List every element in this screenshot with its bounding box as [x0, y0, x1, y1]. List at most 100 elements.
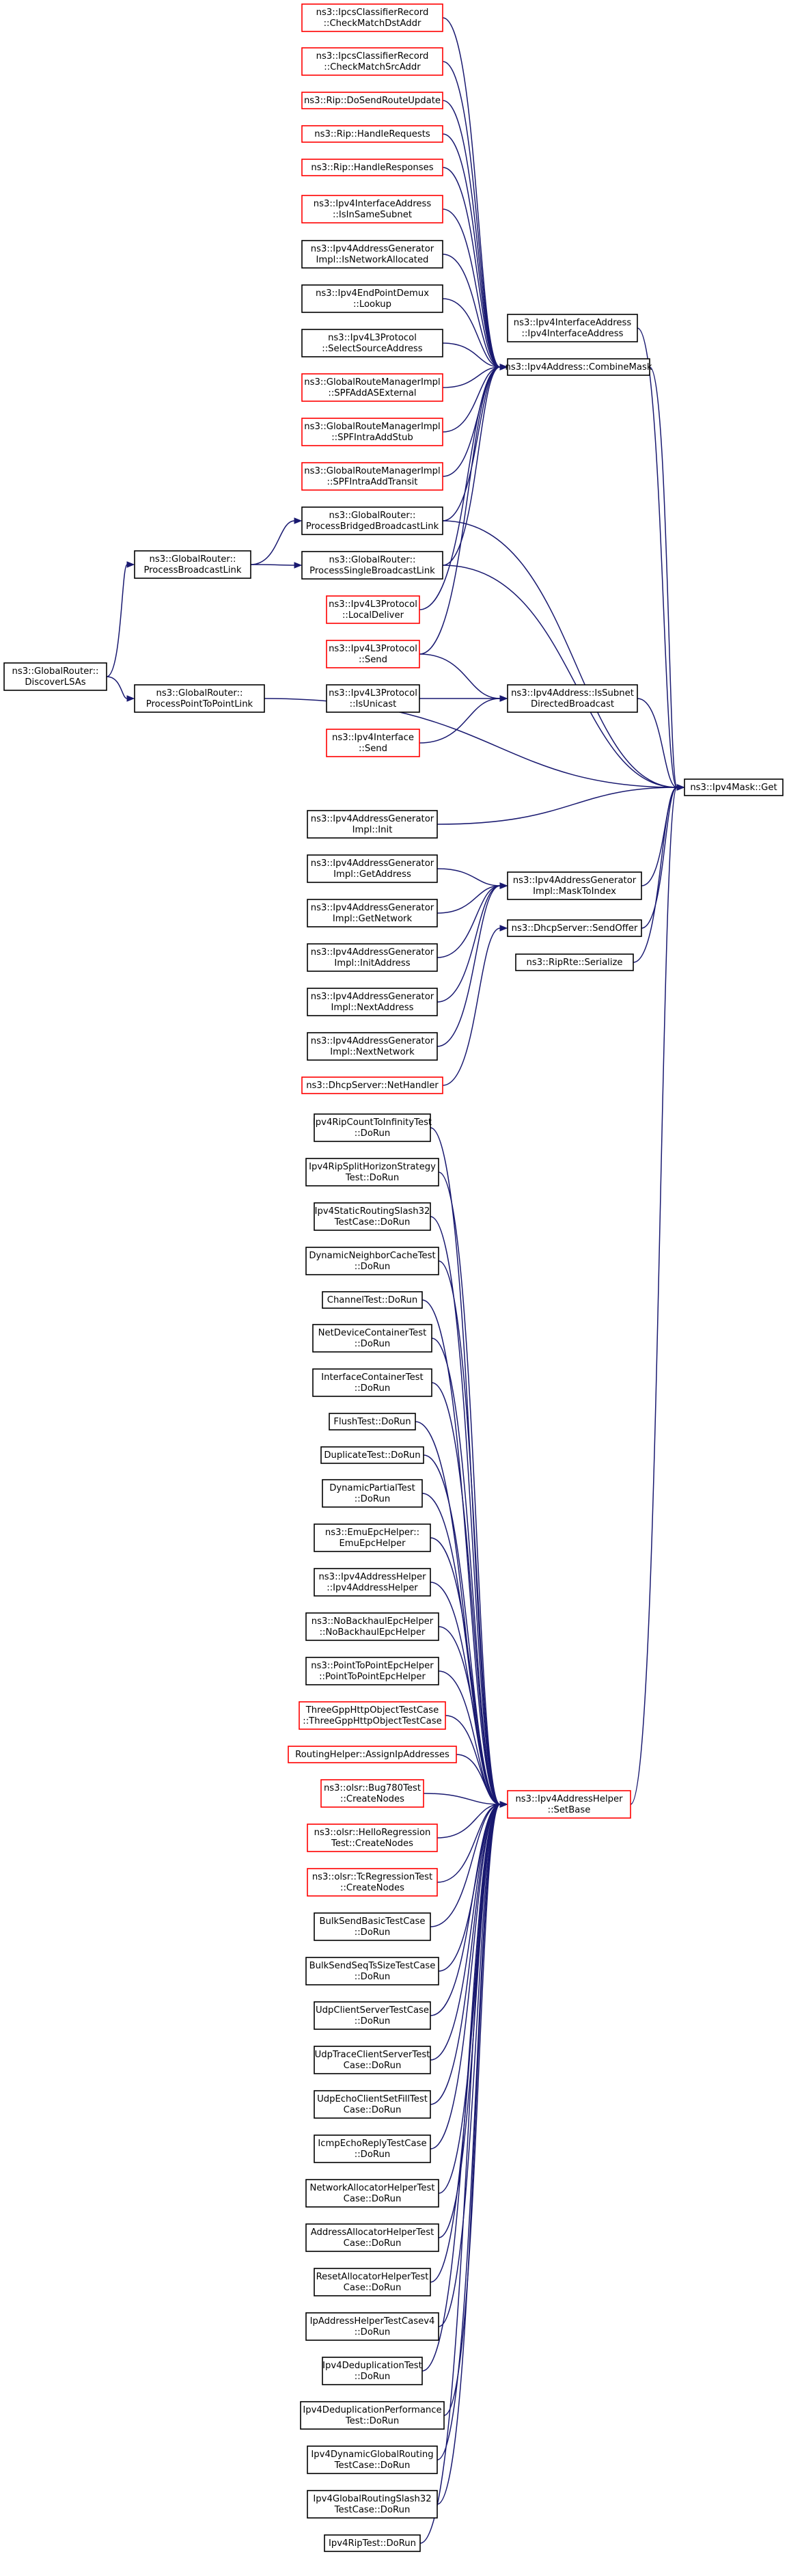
edge-line — [641, 787, 678, 929]
node-flushtest-dorun[interactable]: FlushTest::DoRun — [329, 1413, 416, 1431]
node-ns3-ipv4l3protocol-send[interactable]: ns3::Ipv4L3Protocol::Send — [326, 640, 420, 668]
node-ns3-ipv4address-issubnetdirectedbroadcast[interactable]: ns3::Ipv4Address::IsSubnetDirectedBroadc… — [507, 684, 638, 713]
node-ns3-rip-dosendrouteupdate[interactable]: ns3::Rip::DoSendRouteUpdate — [301, 92, 443, 109]
node-ns3-olsr-tcregressiontest-createnodes[interactable]: ns3::olsr::TcRegressionTest::CreateNodes — [307, 1868, 438, 1897]
node-udpclientservertestcase-dorun[interactable]: UdpClientServerTestCase::DoRun — [314, 2001, 431, 2030]
node-ns3-pointtopointepchelper-pointtopointepchelper[interactable]: ns3::PointToPointEpcHelper::PointToPoint… — [305, 1657, 439, 1685]
node-ns3-ipv4addressgeneratorimpl-isnetworkallocated[interactable]: ns3::Ipv4AddressGeneratorImpl::IsNetwork… — [301, 240, 443, 269]
node-ns3-globalroutemanagerimpl-spfaddasexternal[interactable]: ns3::GlobalRouteManagerImpl::SPFAddASExt… — [301, 373, 443, 402]
node-threegpphttpobjecttestcase-threegpphttpobjecttestcase[interactable]: ThreeGppHttpObjectTestCase::ThreeGppHttp… — [299, 1701, 446, 1730]
node-ipv4deduplicationtest-dorun[interactable]: Ipv4DeduplicationTest::DoRun — [322, 2357, 423, 2385]
edge-line — [106, 676, 128, 699]
node-label: ns3::GlobalRouter:: — [12, 666, 99, 677]
node-ns3-dhcpserver-nethandler[interactable]: ns3::DhcpServer::NetHandler — [301, 1076, 443, 1094]
node-ns3-globalroutemanagerimpl-spfintraaddtransit[interactable]: ns3::GlobalRouteManagerImpl::SPFIntraAdd… — [301, 462, 443, 491]
node-ns3-globalrouter-processbroadcastlink[interactable]: ns3::GlobalRouter::ProcessBroadcastLink — [134, 550, 251, 579]
node-ns3-ipv4l3protocol-localdeliver[interactable]: ns3::Ipv4L3Protocol::LocalDeliver — [326, 595, 420, 624]
node-ns3-ipv4interface-send[interactable]: ns3::Ipv4Interface::Send — [326, 729, 420, 757]
node-box — [684, 778, 784, 796]
node-ns3-ipv4addressgeneratorimpl-getnetwork[interactable]: ns3::Ipv4AddressGeneratorImpl::GetNetwor… — [307, 899, 438, 927]
edge-n23-to-n21 — [419, 695, 508, 744]
node-ns3-globalroutemanagerimpl-spfintraaddstub[interactable]: ns3::GlobalRouteManagerImpl::SPFIntraAdd… — [301, 418, 443, 446]
node-ns3-ipv4addressgeneratorimpl-masktoindex[interactable]: ns3::Ipv4AddressGeneratorImpl::MaskToInd… — [507, 871, 642, 900]
node-ns3-ipcsclassifierrecord-checkmatchdstaddr[interactable]: ns3::IpcsClassifierRecord::CheckMatchDst… — [301, 3, 443, 32]
node-label: ns3::Ipv4Mask::Get — [690, 783, 777, 793]
node-box — [305, 1957, 439, 1985]
node-label: ns3::olsr::HelloRegression — [314, 1828, 431, 1838]
node-box — [314, 1523, 431, 1552]
node-ns3-ipcsclassifierrecord-checkmatchsrcaddr[interactable]: ns3::IpcsClassifierRecord::CheckMatchSrc… — [301, 47, 443, 76]
node-interfacecontainertest-dorun[interactable]: InterfaceContainerTest::DoRun — [312, 1368, 432, 1397]
node-bulksendbasictestcase-dorun[interactable]: BulkSendBasicTestCase::DoRun — [314, 1912, 431, 1941]
edge-n58-to-n35 — [430, 1801, 508, 2061]
node-ns3-ipv4addressgeneratorimpl-initaddress[interactable]: ns3::Ipv4AddressGeneratorImpl::InitAddre… — [307, 943, 438, 972]
node-ns3-olsr-bug780test-createnodes[interactable]: ns3::olsr::Bug780Test::CreateNodes — [320, 1779, 424, 1808]
node-label: ns3::Ipv4Interface — [332, 733, 414, 743]
node-channeltest-dorun[interactable]: ChannelTest::DoRun — [322, 1291, 423, 1309]
node-ipv4ripcounttoinfinitytest-dorun[interactable]: Ipv4RipCountToInfinityTest::DoRun — [313, 1113, 432, 1142]
node-ipv4riptest-dorun[interactable]: Ipv4RipTest::DoRun — [324, 2534, 421, 2552]
node-icmpechoreplytestcase-dorun[interactable]: IcmpEchoReplyTestCase::DoRun — [314, 2134, 431, 2163]
node-box — [305, 1612, 439, 1641]
edge-line — [438, 1171, 501, 1805]
node-label: Ipv4GlobalRoutingSlash32 — [313, 2494, 431, 2504]
node-routinghelper-assignipaddresses[interactable]: RoutingHelper::AssignIpAddresses — [288, 1746, 457, 1763]
node-ns3-ipv4interfaceaddress-ipv4interfaceaddress[interactable]: ns3::Ipv4InterfaceAddress::Ipv4Interface… — [507, 314, 638, 342]
node-ns3-olsr-helloregressiontest-createnodes[interactable]: ns3::olsr::HelloRegressionTest::CreateNo… — [307, 1823, 438, 1852]
node-label: ns3::Ipv4L3Protocol — [329, 644, 417, 654]
node-ns3-globalrouter-processsinglebroadcastlink[interactable]: ns3::GlobalRouter::ProcessSingleBroadcas… — [301, 551, 443, 580]
node-ns3-globalrouter-processpointtopointlink[interactable]: ns3::GlobalRouter::ProcessPointToPointLi… — [134, 684, 265, 713]
node-ns3-ipv4addressgeneratorimpl-nextnetwork[interactable]: ns3::Ipv4AddressGeneratorImpl::NextNetwo… — [307, 1032, 438, 1061]
node-label: Test::DoRun — [345, 1173, 399, 1183]
node-ns3-dhcpserver-sendoffer[interactable]: ns3::DhcpServer::SendOffer — [507, 919, 642, 937]
node-ns3-ipv4l3protocol-isunicast[interactable]: ns3::Ipv4L3Protocol::IsUnicast — [326, 684, 420, 713]
node-dynamicpartialtest-dorun[interactable]: DynamicPartialTest::DoRun — [322, 1479, 423, 1508]
node-ns3-ipv4address-combinemask[interactable]: ns3::Ipv4Address::CombineMask — [506, 358, 652, 376]
node-netdevicecontainertest-dorun[interactable]: NetDeviceContainerTest::DoRun — [312, 1324, 432, 1353]
edge-n33-to-n32 — [442, 925, 508, 1086]
node-box — [314, 2046, 431, 2074]
node-duplicatetest-dorun[interactable]: DuplicateTest::DoRun — [320, 1446, 424, 1464]
edge-line — [637, 327, 678, 788]
node-ns3-globalrouter-discoverlsas[interactable]: ns3::GlobalRouter::DiscoverLSAs — [3, 662, 107, 691]
node-ns3-ipv4l3protocol-selectsourceaddress[interactable]: ns3::Ipv4L3Protocol::SelectSourceAddress — [301, 329, 443, 357]
node-box — [314, 1113, 431, 1142]
node-label: ::PointToPointEpcHelper — [319, 1672, 426, 1682]
node-ipaddresshelpertestcasev4-dorun[interactable]: IpAddressHelperTestCasev4::DoRun — [305, 2312, 439, 2341]
node-label: ::CreateNodes — [340, 1883, 404, 1893]
node-ns3-ipv4addresshelper-setbase[interactable]: ns3::Ipv4AddressHelper::SetBase — [507, 1790, 631, 1819]
node-ns3-riprte-serialize[interactable]: ns3::RipRte::Serialize — [515, 953, 634, 971]
node-bulksendseqtssizetestcase-dorun[interactable]: BulkSendSeqTsSizeTestCase::DoRun — [305, 1957, 439, 1985]
node-label: ns3::Ipv4L3Protocol — [329, 688, 417, 699]
node-ns3-ipv4addressgeneratorimpl-nextaddress[interactable]: ns3::Ipv4AddressGeneratorImpl::NextAddre… — [307, 988, 438, 1016]
node-ns3-rip-handleresponses[interactable]: ns3::Rip::HandleResponses — [301, 159, 443, 176]
node-label: RoutingHelper::AssignIpAddresses — [295, 1750, 449, 1760]
node-ns3-nobackhaulepchelper-nobackhaulepchelper[interactable]: ns3::NoBackhaulEpcHelper::NoBackhaulEpcH… — [305, 1612, 439, 1641]
node-ns3-ipv4interfaceaddress-isinsamesubnet[interactable]: ns3::Ipv4InterfaceAddress::IsInSameSubne… — [301, 195, 443, 223]
node-label: ns3::DhcpServer::SendOffer — [512, 923, 638, 934]
node-label: ns3::GlobalRouter:: — [156, 688, 243, 699]
node-label: ns3::Ipv4AddressGenerator — [311, 947, 434, 958]
node-label: TestCase::DoRun — [334, 2460, 411, 2471]
node-label: ::DoRun — [355, 1383, 390, 1394]
node-ns3-ipv4addressgeneratorimpl-getaddress[interactable]: ns3::Ipv4AddressGeneratorImpl::GetAddres… — [307, 854, 438, 883]
node-dynamicneighborcachetest-dorun[interactable]: DynamicNeighborCacheTest::DoRun — [305, 1247, 439, 1275]
node-ns3-emuepchelper-emuepchelper[interactable]: ns3::EmuEpcHelper::EmuEpcHelper — [314, 1523, 431, 1552]
node-label: BulkSendSeqTsSizeTestCase — [309, 1961, 436, 1971]
node-ns3-rip-handlerequests[interactable]: ns3::Rip::HandleRequests — [301, 125, 443, 143]
edge-line — [430, 1804, 501, 2016]
node-ns3-ipv4endpointdemux-lookup[interactable]: ns3::Ipv4EndPointDemux::Lookup — [301, 284, 443, 313]
node-ns3-globalrouter-processbridgedbroadcastlink[interactable]: ns3::GlobalRouter::ProcessBridgedBroadca… — [301, 506, 443, 535]
node-ns3-ipv4addresshelper-ipv4addresshelper[interactable]: ns3::Ipv4AddressHelper::Ipv4AddressHelpe… — [314, 1568, 431, 1597]
